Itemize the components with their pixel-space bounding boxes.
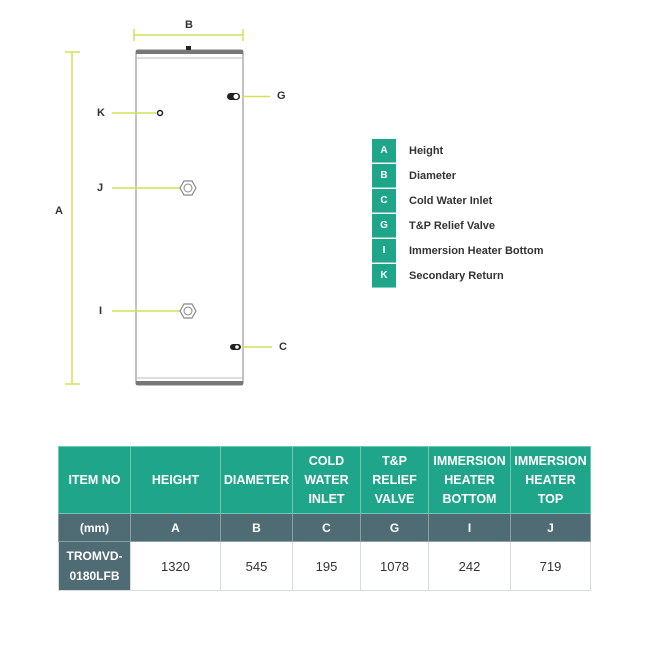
value-cell: 545 [220,541,293,591]
legend-key: A [372,138,396,163]
legend-item: G T&P Relief Valve [372,213,543,238]
tp-relief-valve-connection [227,93,270,100]
legend-label: T&P Relief Valve [409,219,496,232]
label-g: G [277,90,286,102]
legend-key: I [372,238,396,263]
value-cell: 242 [428,541,511,591]
height-dimension-line [65,51,80,385]
diameter-dimension-line [133,29,244,41]
legend-item: C Cold Water Inlet [372,188,543,213]
label-a: A [55,205,63,217]
header-item-no: ITEM NO [58,446,131,514]
legend-item: A Height [372,138,543,163]
units-cell: G [360,513,429,542]
units-cell: (mm) [58,513,131,542]
units-cell: I [428,513,511,542]
header-diameter: DIAMETER [220,446,293,514]
legend-label: Height [409,144,444,157]
label-i: I [99,305,103,317]
legend-item: B Diameter [372,163,543,188]
cylinder-drawing [65,29,272,386]
value-cell: 1320 [130,541,221,591]
units-cell: C [292,513,361,542]
legend-label: Diameter [409,169,457,182]
legend-key: C [372,188,396,213]
item-no-cell: TROMVD-0180LFB [58,541,131,591]
legend-label: Immersion Heater Bottom [409,244,544,257]
table-units-row: (mm) A B C G I J [58,513,591,542]
legend-key: G [372,213,396,238]
table-row: TROMVD-0180LFB 1320 545 195 1078 242 719 [58,541,591,591]
legend-key: B [372,163,396,188]
cylinder-diagram: B A K J I G C [55,19,287,386]
label-b: B [185,19,193,31]
label-j: J [97,182,104,194]
legend-item: I Immersion Heater Bottom [372,238,543,263]
immersion-heater-bottom-connection [112,303,197,319]
value-cell: 719 [510,541,591,591]
legend: A Height B Diameter C Cold Water Inlet G T&P… [372,138,543,288]
tank-body [135,46,244,386]
label-c: C [279,341,287,353]
legend-label: Cold Water Inlet [409,194,493,207]
immersion-heater-top-connection [112,180,197,196]
secondary-return-connection [112,109,164,117]
units-cell: A [130,513,221,542]
legend-label: Secondary Return [409,269,504,282]
legend-key: K [372,263,396,288]
units-cell: J [510,513,591,542]
value-cell: 195 [292,541,361,591]
label-k: K [97,107,105,119]
value-cell: 1078 [360,541,429,591]
units-cell: B [220,513,293,542]
legend-item: K Secondary Return [372,263,543,288]
cold-water-inlet-connection [230,344,272,350]
header-height: HEIGHT [130,446,221,514]
